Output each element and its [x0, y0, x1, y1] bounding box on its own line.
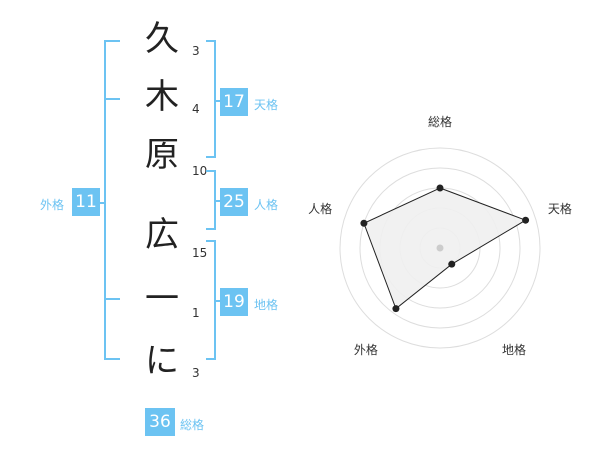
radar-axis-label: 総格 — [428, 114, 452, 129]
gaikaku-bracket-top — [104, 40, 120, 42]
chikaku-label: 地格 — [254, 298, 279, 312]
name-char-5: 一 — [145, 279, 179, 319]
gaikaku-badge: 11 — [72, 188, 100, 216]
radar-axis-label: 天格 — [548, 201, 572, 216]
radar-center-dot — [436, 244, 444, 252]
gaikaku-bracket-stub — [98, 202, 106, 204]
name-char-2: 木 — [145, 77, 179, 117]
gaikaku-bracket-tick-lower — [104, 298, 120, 300]
name-char-6: に — [145, 341, 179, 381]
tenkaku-badge: 17 — [220, 88, 248, 116]
radar-axis-label: 地格 — [502, 342, 526, 357]
name-char-3: 原 — [145, 135, 179, 175]
jinkaku-bracket-bottom — [206, 228, 216, 230]
chikaku-bracket-stub — [214, 300, 222, 302]
stroke-count-3: 10 — [192, 164, 208, 178]
radar-point-4 — [360, 219, 368, 227]
radar-points — [360, 184, 530, 313]
chikaku-badge: 19 — [220, 288, 248, 316]
gaikaku-bracket-tick-upper — [104, 98, 120, 100]
gaikaku-bracket-line — [104, 40, 106, 360]
radar-axis-label: 外格 — [354, 342, 378, 357]
stroke-count-4: 15 — [192, 246, 208, 260]
jinkaku-bracket-stub — [214, 200, 222, 202]
stroke-count-5: 1 — [192, 306, 200, 320]
radar-polygon — [363, 187, 527, 310]
soukaku-badge: 36 — [145, 408, 175, 436]
radar-point-0 — [436, 184, 444, 192]
radar-point-1 — [522, 216, 530, 224]
soukaku-label: 総格 — [180, 418, 205, 432]
radar-point-3 — [392, 305, 400, 313]
stroke-count-2: 4 — [192, 102, 200, 116]
chikaku-bracket-bottom — [206, 358, 216, 360]
name-char-1: 久 — [145, 19, 179, 59]
tenkaku-bracket-line — [214, 40, 216, 158]
chikaku-bracket-top — [206, 240, 216, 242]
stroke-count-6: 3 — [192, 366, 200, 380]
jinkaku-bracket-top — [206, 170, 216, 172]
jinkaku-label: 人格 — [254, 198, 279, 212]
tenkaku-bracket-bottom — [206, 156, 216, 158]
tenkaku-bracket-top — [206, 40, 216, 42]
jinkaku-badge: 25 — [220, 188, 248, 216]
radar-point-2 — [448, 260, 456, 268]
name-char-4: 広 — [145, 215, 179, 255]
stroke-count-1: 3 — [192, 44, 200, 58]
tenkaku-bracket-stub — [214, 100, 222, 102]
tenkaku-label: 天格 — [254, 98, 279, 112]
radar-axis-label: 人格 — [308, 201, 332, 216]
gaikaku-bracket-bottom — [104, 358, 120, 360]
gaikaku-label: 外格 — [40, 198, 65, 212]
